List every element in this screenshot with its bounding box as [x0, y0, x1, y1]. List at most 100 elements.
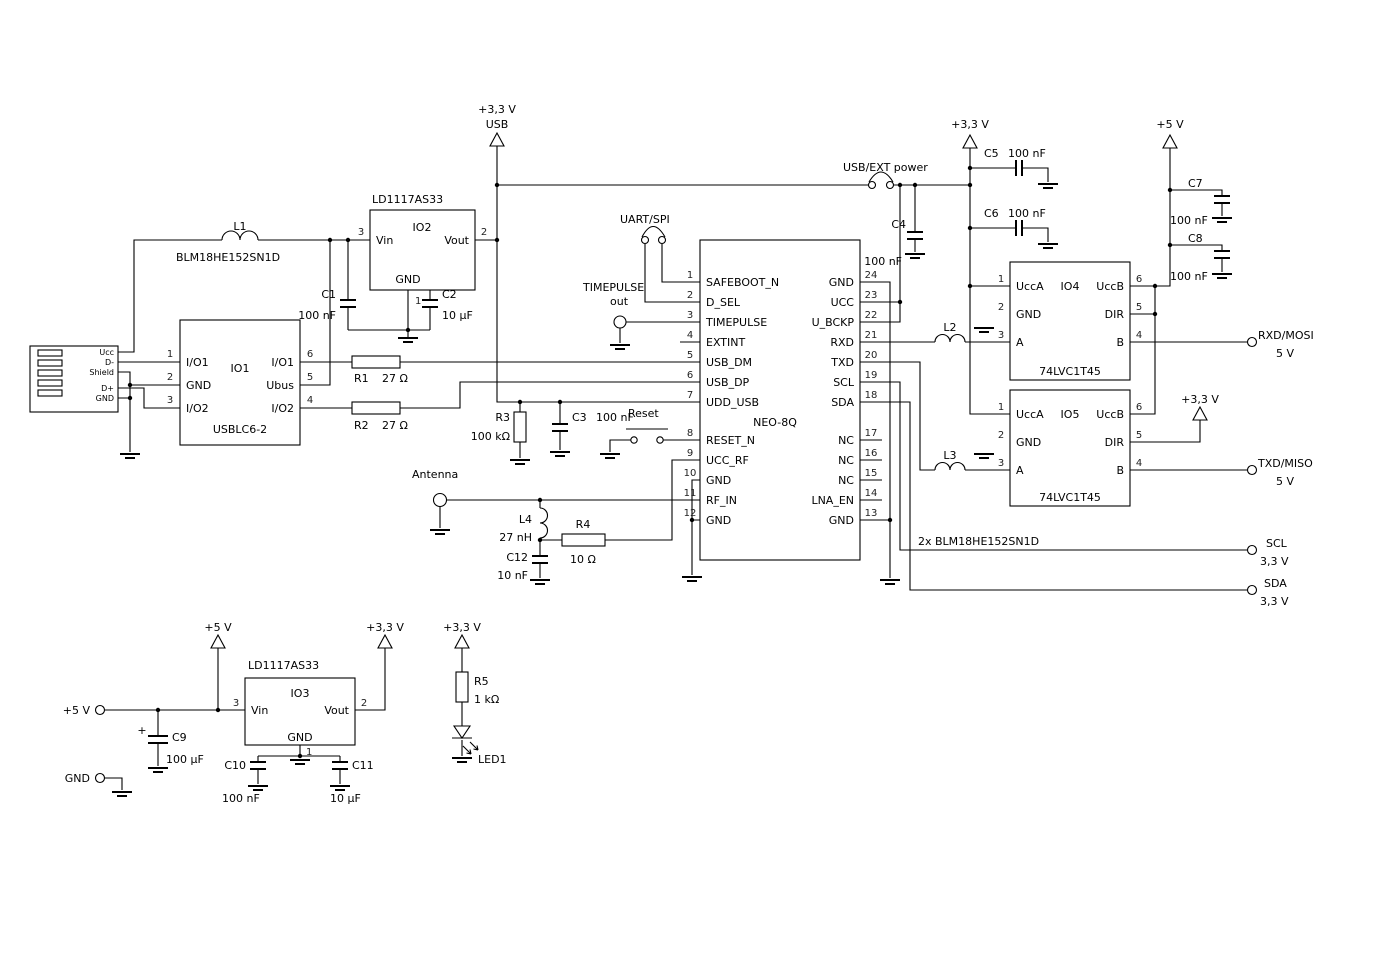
sda-label: SDA	[1264, 577, 1287, 590]
io5-pin-3-number: 3	[998, 458, 1004, 469]
capacitor-c8: C8 100 nF	[1170, 232, 1230, 283]
reset-button: Reset	[626, 407, 668, 444]
c1-value: 100 nF	[298, 309, 336, 322]
power-symbols: +3,3 V USB +3,3 V +5 V +3,3 V +5 V +3,3 …	[204, 103, 1219, 649]
c3-ref: C3	[572, 411, 587, 424]
c10-value: 100 nF	[222, 792, 260, 805]
io2-vin-label: Vin	[376, 234, 393, 247]
io3-pin-3-number: 3	[233, 698, 239, 709]
neo-left-num-6: 6	[687, 370, 693, 381]
c4-value: 100 nF	[864, 255, 902, 268]
r2-ref: R2	[354, 419, 369, 432]
neo-right-label-18: SDA	[831, 396, 854, 409]
timepulse-out-label: out	[610, 295, 629, 308]
io1-pin-3-number: 3	[167, 395, 173, 406]
l1-ref: L1	[233, 220, 246, 233]
neo-right-label-22: U_BCKP	[812, 316, 855, 329]
resistor-r2: R2 27 Ω	[351, 401, 408, 432]
io3-gnd-label: GND	[287, 731, 312, 744]
io4-ref: IO4	[1061, 280, 1080, 293]
neo-left-label-10: GND	[706, 474, 731, 487]
neo-right-label-24: GND	[829, 276, 854, 289]
io5-pin-4-number: 4	[1136, 458, 1142, 469]
r5-value: 1 kΩ	[474, 693, 499, 706]
c7-ref: C7	[1188, 177, 1203, 190]
usb-rail-label: USB	[486, 118, 509, 131]
io2-vout-label: Vout	[444, 234, 469, 247]
io2-pin-1-number: 1	[415, 296, 421, 307]
c5-ref: C5	[984, 147, 999, 160]
gnd-input-label: GND	[65, 772, 90, 785]
capacitor-c10: C10 100 nF	[222, 759, 266, 805]
rxd-mosi-port	[1246, 336, 1258, 348]
neo-left-num-3: 3	[687, 310, 693, 321]
r1-value: 27 Ω	[382, 372, 408, 385]
io2-pin-3-number: 3	[358, 227, 364, 238]
c11-ref: C11	[352, 759, 374, 772]
usb-ext-power-label: USB/EXT power	[843, 161, 928, 174]
io2-pin-2-number: 2	[481, 227, 487, 238]
neo-right-num-20: 20	[865, 350, 878, 361]
uart-spi-jumper: UART/SPI	[620, 213, 670, 245]
reset-label: Reset	[628, 407, 659, 420]
io3-vout-label: Vout	[324, 704, 349, 717]
neo-left-num-2: 2	[687, 290, 693, 301]
l2-ref: L2	[943, 321, 956, 334]
v5-input-label: +5 V	[63, 704, 91, 717]
r3-ref: R3	[495, 411, 510, 424]
led1: LED1	[452, 725, 507, 766]
inductor-l3: L3	[934, 449, 966, 471]
io2-gnd-label: GND	[395, 273, 420, 286]
scl-port	[1246, 544, 1258, 556]
neo-right-label-23: UCC	[831, 296, 855, 309]
io4-pin-4-number: 4	[1136, 330, 1142, 341]
neo-right-num-24: 24	[865, 270, 878, 281]
ic-io2-ld1117: LD1117AS33 IO2 Vin Vout GND 3 2 1	[358, 193, 487, 307]
io3-ref: IO3	[291, 687, 310, 700]
v33-reg-label: +3,3 V	[366, 621, 404, 634]
io2-part: LD1117AS33	[372, 193, 443, 206]
c9-value: 100 µF	[166, 753, 204, 766]
neo-left-num-12: 12	[684, 508, 697, 519]
neo-left-num-4: 4	[687, 330, 693, 341]
capacitor-c6: C6 100 nF	[984, 207, 1046, 236]
timepulse-connector: TIMEPULSE out	[582, 281, 644, 329]
usb-pin-shield-label: Shield	[89, 368, 114, 377]
neo-right-num-17: 17	[865, 428, 878, 439]
io5-ref: IO5	[1061, 408, 1080, 421]
neo-left-label-2: D_SEL	[706, 296, 741, 309]
c5-value: 100 nF	[1008, 147, 1046, 160]
v33-main-triangle-icon	[962, 133, 978, 149]
neo-left-num-1: 1	[687, 270, 693, 281]
io1-pin-5-number: 5	[307, 372, 313, 383]
neo-right-num-13: 13	[865, 508, 878, 519]
io1-pin-io2-right-label: I/O2	[271, 402, 294, 415]
resistor-r1: R1 27 Ω	[351, 355, 408, 385]
neo-right-num-16: 16	[865, 448, 878, 459]
capacitor-c4: C4 100 nF	[864, 218, 923, 268]
c3-value: 100 nF	[596, 411, 634, 424]
led-arrows-icon	[462, 741, 479, 755]
led1-ref: LED1	[478, 753, 507, 766]
c9-plus-sign: +	[137, 724, 146, 737]
io5-b-label: B	[1116, 464, 1124, 477]
txd-miso-voltage: 5 V	[1276, 475, 1294, 488]
neo-right-num-18: 18	[865, 390, 878, 401]
neo-left-num-10: 10	[684, 468, 697, 479]
c2-value: 10 µF	[442, 309, 473, 322]
neo-right-label-15: NC	[838, 474, 854, 487]
io1-pin-4-number: 4	[307, 395, 313, 406]
neo-right-label-16: NC	[838, 454, 854, 467]
io4-a-label: A	[1016, 336, 1024, 349]
junction-dots	[127, 165, 1173, 759]
r2-value: 27 Ω	[382, 419, 408, 432]
l4-value: 27 nH	[499, 531, 532, 544]
c7-value: 100 nF	[1170, 214, 1208, 227]
neo-right-label-14: LNA_EN	[811, 494, 854, 507]
capacitor-c2: C2 10 µF	[422, 288, 473, 322]
ic-neo8q: NEO-8Q SAFEBOOT_N D_SEL TIMEPULSE EXTINT…	[684, 239, 878, 561]
v33-io5-label: +3,3 V	[1181, 393, 1219, 406]
neo-right-num-19: 19	[865, 370, 878, 381]
io4-pin-1-number: 1	[998, 274, 1004, 285]
r5-ref: R5	[474, 675, 489, 688]
